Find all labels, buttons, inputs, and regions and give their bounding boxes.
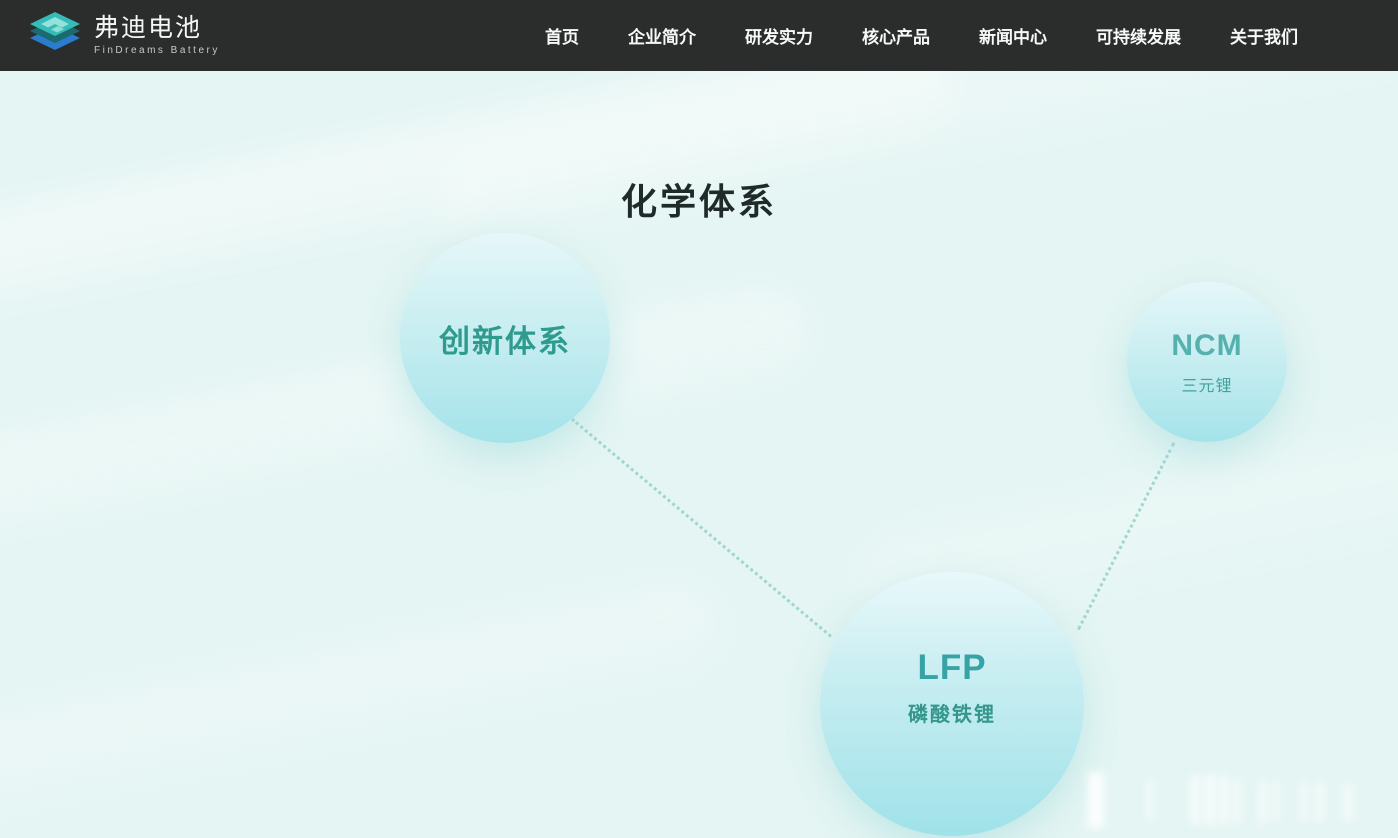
logo-icon: [28, 10, 82, 62]
bubble-ncm: NCM 三元锂: [1127, 282, 1287, 442]
nav-item-company-profile[interactable]: 企业简介: [628, 28, 696, 47]
nav-item-sustainability[interactable]: 可持续发展: [1096, 28, 1181, 47]
nav-item-about-us[interactable]: 关于我们: [1230, 28, 1298, 47]
main-nav: 首页 企业简介 研发实力 核心产品 新闻中心 可持续发展 关于我们: [545, 23, 1298, 48]
logo-subtitle: FinDreams Battery: [94, 44, 220, 56]
logo[interactable]: 弗迪电池 FinDreams Battery: [28, 10, 220, 62]
page-title: 化学体系: [620, 181, 777, 222]
nav-item-home[interactable]: 首页: [545, 28, 579, 47]
bubble-innovation-system: 创新体系: [400, 233, 610, 443]
background-streak: [0, 575, 732, 822]
nav-item-core-products[interactable]: 核心产品: [862, 28, 930, 47]
bubble-lfp: LFP 磷酸铁锂: [820, 572, 1084, 836]
nav-item-news-center[interactable]: 新闻中心: [979, 28, 1047, 47]
bubble-subtitle: 三元锂: [1181, 377, 1233, 395]
nav-item-rd-strength[interactable]: 研发实力: [745, 28, 813, 47]
chemistry-section: 化学体系 创新体系 NCM 三元锂 LFP 磷酸铁锂: [0, 71, 1398, 838]
top-navbar: 弗迪电池 FinDreams Battery 首页 企业简介 研发实力 核心产品…: [0, 0, 1398, 71]
bubble-title: NCM: [1171, 328, 1243, 362]
bubble-title: 创新体系: [439, 323, 571, 359]
bubble-title: LFP: [917, 647, 987, 687]
bubble-subtitle: 磷酸铁锂: [908, 703, 996, 726]
logo-title: 弗迪电池: [94, 13, 203, 42]
